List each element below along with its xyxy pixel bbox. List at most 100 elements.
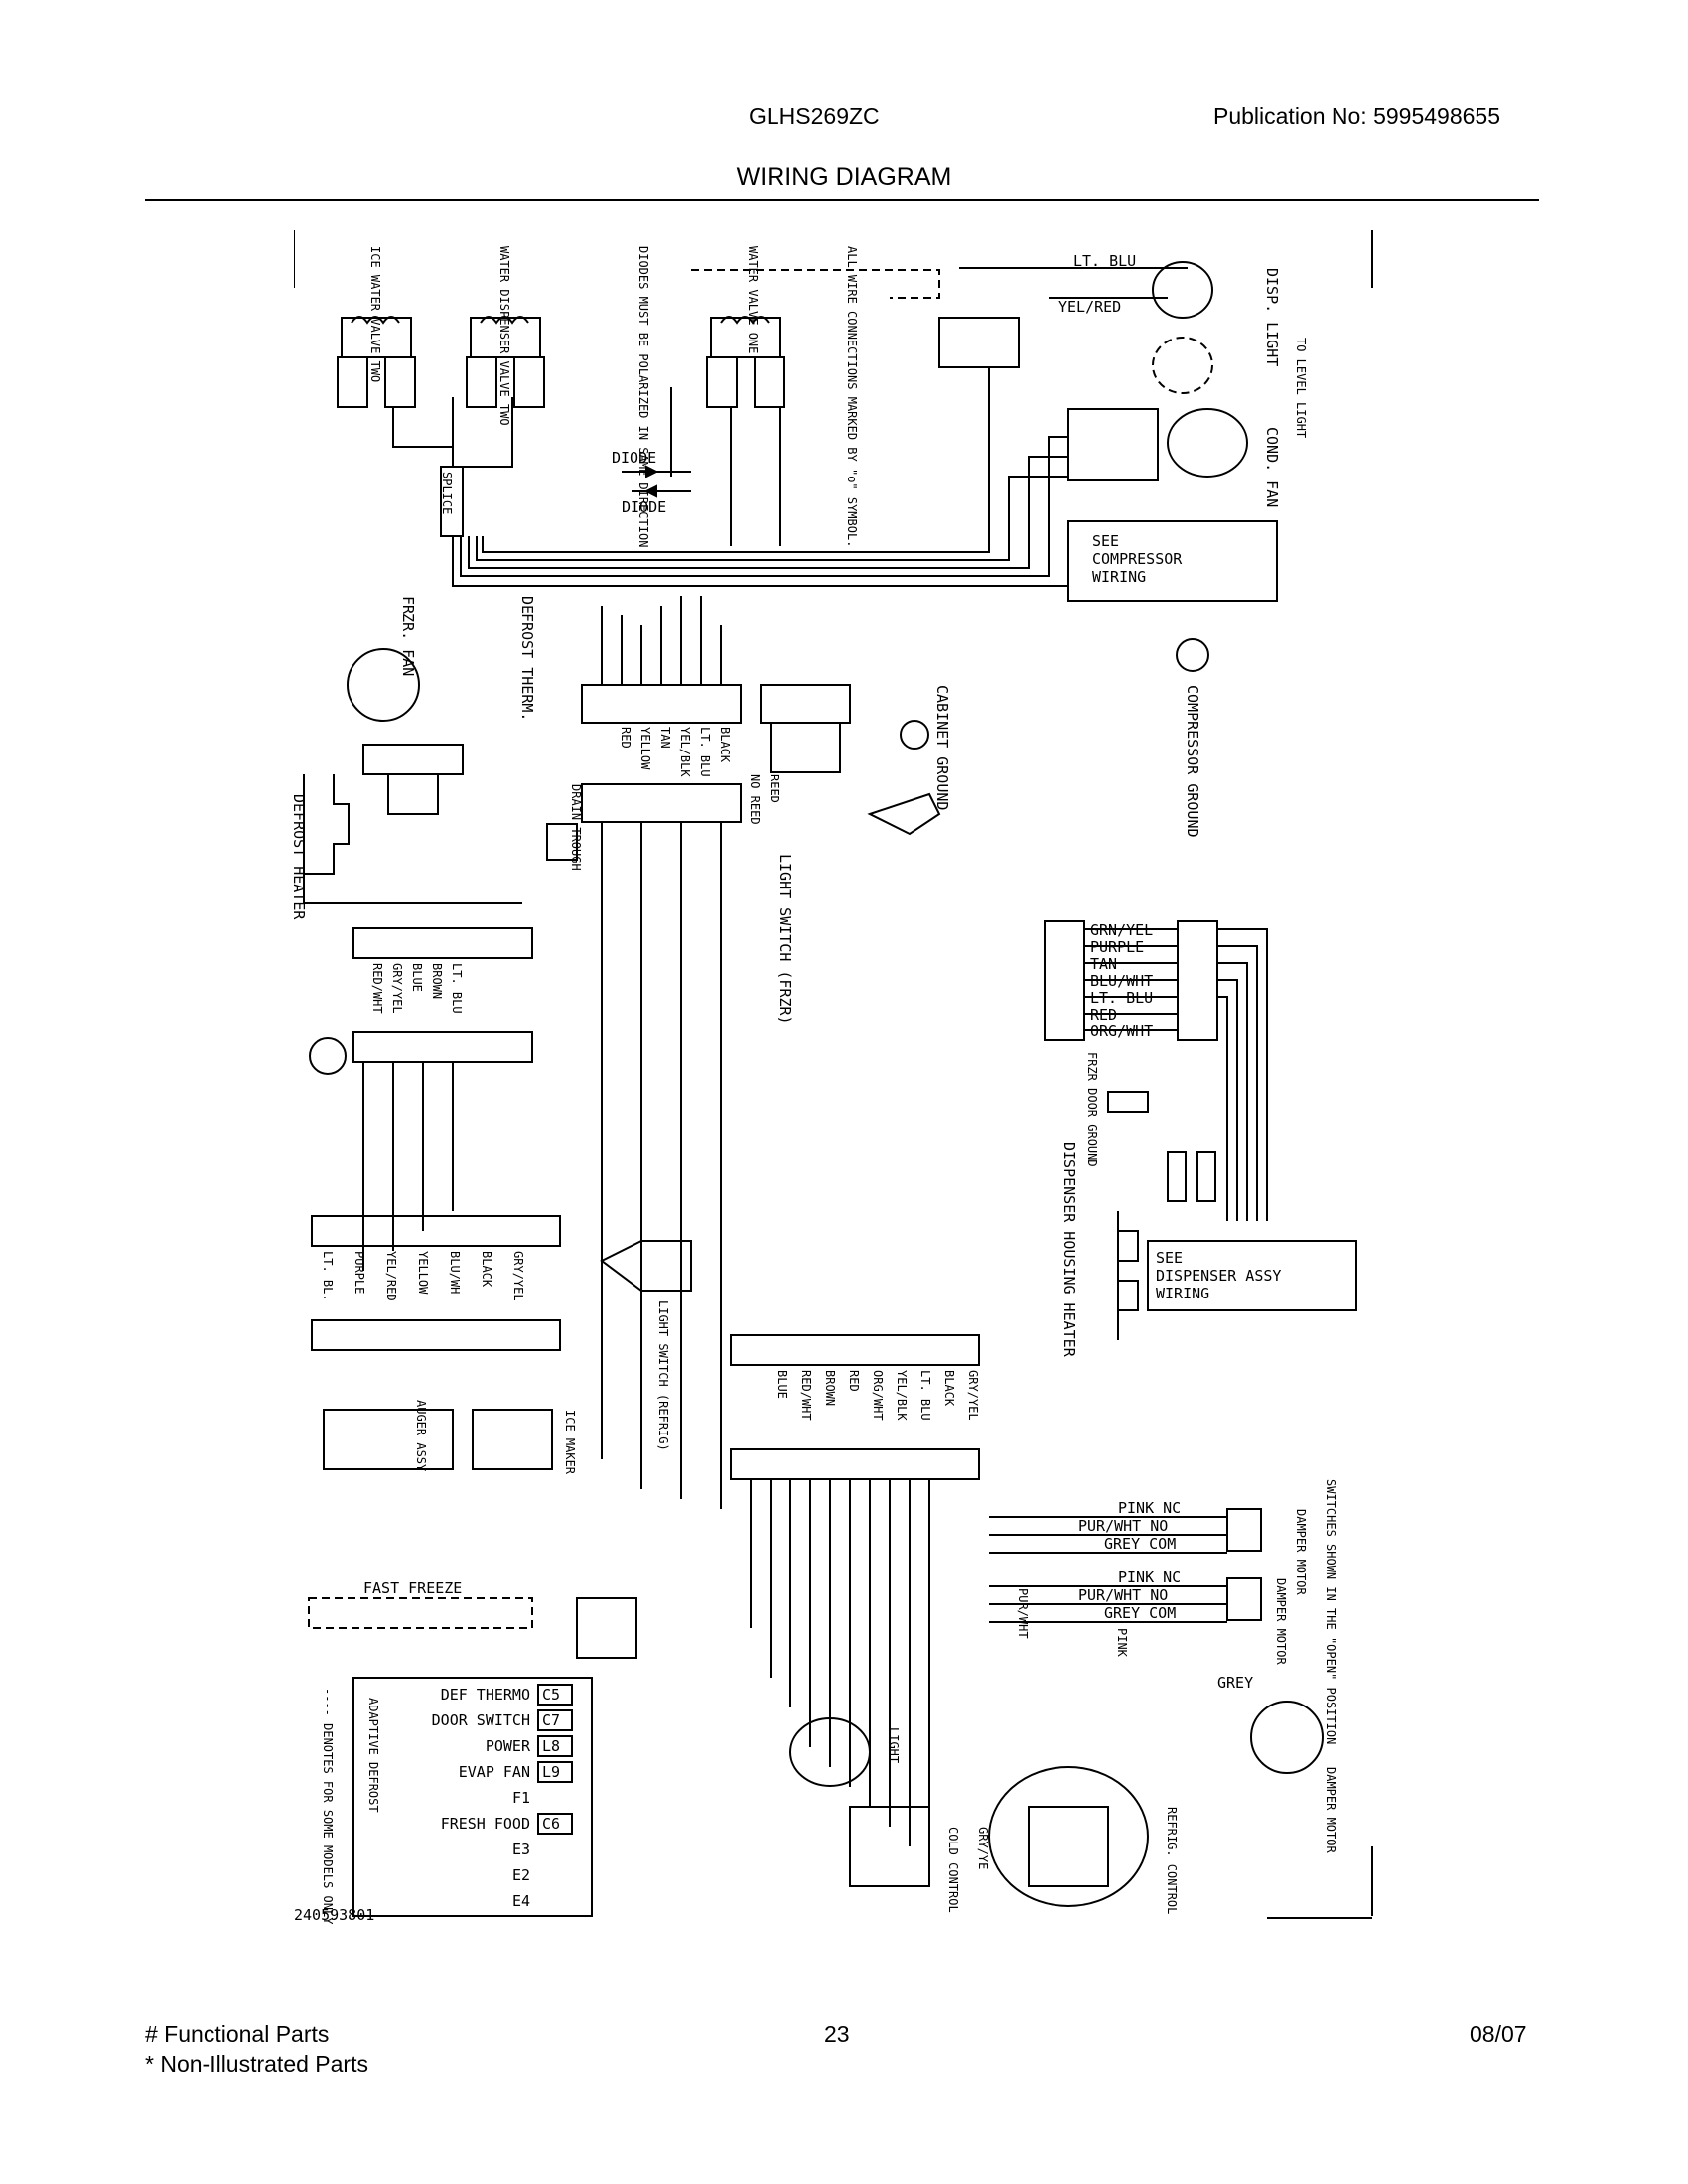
some-models-note: ---- DENOTES FOR SOME MODELS ONLY bbox=[321, 1688, 335, 1925]
control-board-terminal-label: E4 bbox=[512, 1892, 530, 1910]
control-board-pin-box bbox=[537, 1709, 573, 1731]
control-board-pin-box bbox=[537, 1735, 573, 1757]
harness2-wire-label: BLUE bbox=[410, 963, 424, 992]
pur-wht-no-1: PUR/WHT NO bbox=[1078, 1517, 1168, 1535]
splice-label: SPLICE bbox=[440, 472, 454, 514]
dispenser-assy-wiring: WIRING bbox=[1156, 1285, 1209, 1302]
control-board-pin-label: C6 bbox=[542, 1815, 560, 1833]
control-board-pin-label: L9 bbox=[542, 1763, 560, 1781]
harness3-wire-label: YEL/RED bbox=[384, 1251, 398, 1301]
harness2-wire-label: BROWN bbox=[430, 963, 444, 999]
damper-motor-label-2: DAMPER MOTOR bbox=[1274, 1578, 1288, 1665]
pink-nc-1: PINK NC bbox=[1118, 1499, 1181, 1517]
control-board-pin-label: C7 bbox=[542, 1711, 560, 1729]
water-valve-one-label: WATER VALVE ONE bbox=[746, 246, 760, 353]
ice-water-valve-two bbox=[337, 316, 416, 408]
harness3-wire-label: LT. BL. bbox=[321, 1251, 335, 1301]
dispenser-housing-heater-label: DISPENSER HOUSING HEATER bbox=[1060, 1142, 1078, 1358]
defrost-heater-label: DEFROST HEATER bbox=[294, 794, 308, 920]
damper-motor-label-1: DAMPER MOTOR bbox=[1294, 1509, 1308, 1595]
control-board-terminal-label: DOOR SWITCH bbox=[432, 1711, 530, 1729]
control-board-pin-label: L8 bbox=[542, 1737, 560, 1755]
lt-blu-label: LT. BLU bbox=[1073, 252, 1136, 270]
cold-control-label: COLD CONTROL bbox=[946, 1827, 960, 1913]
harness3-wire-label: BLU/WH bbox=[448, 1251, 462, 1294]
compressor-wiring-text: COMPRESSOR bbox=[1092, 550, 1183, 568]
control-board-pin-box bbox=[537, 1761, 573, 1783]
cabinet-ground-label: CABINET GROUND bbox=[933, 685, 951, 810]
publication-number: Publication No: 5995498655 bbox=[1213, 103, 1501, 129]
control-board-terminal-label: E2 bbox=[512, 1866, 530, 1884]
connections-note: ALL WIRE CONNECTIONS MARKED BY "o" SYMBO… bbox=[845, 246, 859, 547]
drain-trough-label: DRAIN TROUGH bbox=[569, 784, 583, 871]
auger-assy-label: AUGER ASSY bbox=[414, 1400, 428, 1472]
control-board-terminal-label: F1 bbox=[512, 1789, 530, 1807]
control-board-pin-box bbox=[537, 1813, 573, 1835]
switches-open-note: SWITCHES SHOWN IN THE "OPEN" POSITION bbox=[1324, 1479, 1337, 1744]
harness1-wire-label: TAN bbox=[658, 727, 672, 749]
diode-label-2: DIODE bbox=[622, 498, 666, 516]
compressor-wiring-see: SEE bbox=[1092, 532, 1119, 550]
harness1-wire-label: YEL/BLK bbox=[678, 727, 692, 777]
model-number: GLHS269ZC bbox=[749, 103, 880, 129]
functional-parts-note: # Functional Parts bbox=[145, 2021, 330, 2047]
harness4-wire-label: LT. BLU bbox=[918, 1370, 932, 1421]
diode-label: DIODE bbox=[612, 449, 656, 467]
control-board-terminal-label: POWER bbox=[486, 1737, 531, 1755]
harness1-wire-label: BLACK bbox=[718, 727, 732, 763]
harness2-labels: LT. BLU BROWN BLUE GRY/YEL RED/WHT bbox=[370, 963, 464, 1014]
control-board-terminal-label: FRESH FOOD bbox=[441, 1815, 530, 1833]
harness2-wire-label: RED/WHT bbox=[370, 963, 384, 1014]
light-switch-frzr-label: LIGHT SWITCH (FRZR) bbox=[776, 854, 794, 1024]
harness1-wire-label: RED bbox=[619, 727, 633, 749]
control-board-pin-box bbox=[537, 1684, 573, 1706]
harness3-wire-label: BLACK bbox=[480, 1251, 493, 1288]
part-number: 240593801 bbox=[294, 1906, 374, 1924]
frzr-fan-label: FRZR. FAN bbox=[399, 596, 417, 676]
refrig-control-label: REFRIG. CONTROL bbox=[1165, 1807, 1179, 1914]
harness4-wire-label: BLUE bbox=[775, 1370, 789, 1399]
harness3-wire-label: GRY/YEL bbox=[511, 1251, 525, 1301]
compressor-ground-label: COMPRESSOR GROUND bbox=[1184, 685, 1201, 838]
harness1-wire-label: YELLOW bbox=[638, 727, 652, 770]
defrost-therm-label: DEFROST THERM. bbox=[518, 596, 536, 721]
no-reed-label: NO REED bbox=[748, 774, 762, 825]
ice-maker-label: ICE MAKER bbox=[563, 1410, 577, 1475]
harness4-wire-label: ORG/WHT bbox=[871, 1370, 885, 1421]
dispenser-assy-see: SEE bbox=[1156, 1249, 1183, 1267]
grey-label: GREY bbox=[1217, 1674, 1253, 1692]
harness4-wire-label: RED/WHT bbox=[799, 1370, 813, 1421]
wiring-diagram: ICE WATER VALVE TWO WATER DISPENSER VALV… bbox=[294, 230, 1373, 1925]
harness4-wire-label: BLACK bbox=[942, 1370, 956, 1407]
control-board-pin-label: C5 bbox=[542, 1686, 560, 1704]
revision-date: 08/07 bbox=[1470, 2021, 1527, 2047]
harness4-wire-label: RED bbox=[847, 1370, 861, 1392]
damper-switch-2: PINK NC PUR/WHT NO GREY COM bbox=[1078, 1569, 1262, 1622]
yel-red-label: YEL/RED bbox=[1058, 298, 1121, 316]
light-label: LIGHT bbox=[887, 1727, 901, 1763]
compressor-wiring-wiring: WIRING bbox=[1092, 568, 1146, 586]
pur-wht-label: PUR/WHT bbox=[1016, 1588, 1030, 1639]
dispenser-valve-label: WATER DISPENSER VALVE TWO bbox=[497, 246, 511, 426]
cond-fan-label: COND. FAN bbox=[1263, 427, 1281, 507]
harness2-wire-label: GRY/YEL bbox=[390, 963, 404, 1014]
harness1-wire-label: LT. BLU bbox=[698, 727, 712, 777]
non-illustrated-parts-note: * Non-Illustrated Parts bbox=[145, 2051, 368, 2077]
reed-label: REED bbox=[768, 774, 781, 803]
page-number: 23 bbox=[824, 2021, 850, 2047]
control-board-terminal-label: E3 bbox=[512, 1841, 530, 1858]
harness4-wire-label: YEL/BLK bbox=[895, 1370, 909, 1421]
damper-switch-1: PINK NC PUR/WHT NO GREY COM bbox=[1078, 1499, 1262, 1553]
frzr-door-ground-label: FRZR DOOR GROUND bbox=[1085, 1052, 1099, 1167]
adaptive-defrost-label: ADAPTIVE DEFROST bbox=[366, 1698, 380, 1813]
page-title: WIRING DIAGRAM bbox=[736, 163, 952, 191]
pur-wht-no-2: PUR/WHT NO bbox=[1078, 1586, 1168, 1604]
pink-label: PINK bbox=[1115, 1628, 1129, 1658]
control-board-terminal-label: DEF THERMO bbox=[441, 1686, 530, 1704]
damper-motor-label-3: DAMPER MOTOR bbox=[1324, 1767, 1337, 1853]
harness2-wire-label: LT. BLU bbox=[450, 963, 464, 1014]
to-level-light-label: TO LEVEL LIGHT bbox=[1294, 338, 1308, 438]
grey-com-1: GREY COM bbox=[1104, 1535, 1176, 1553]
